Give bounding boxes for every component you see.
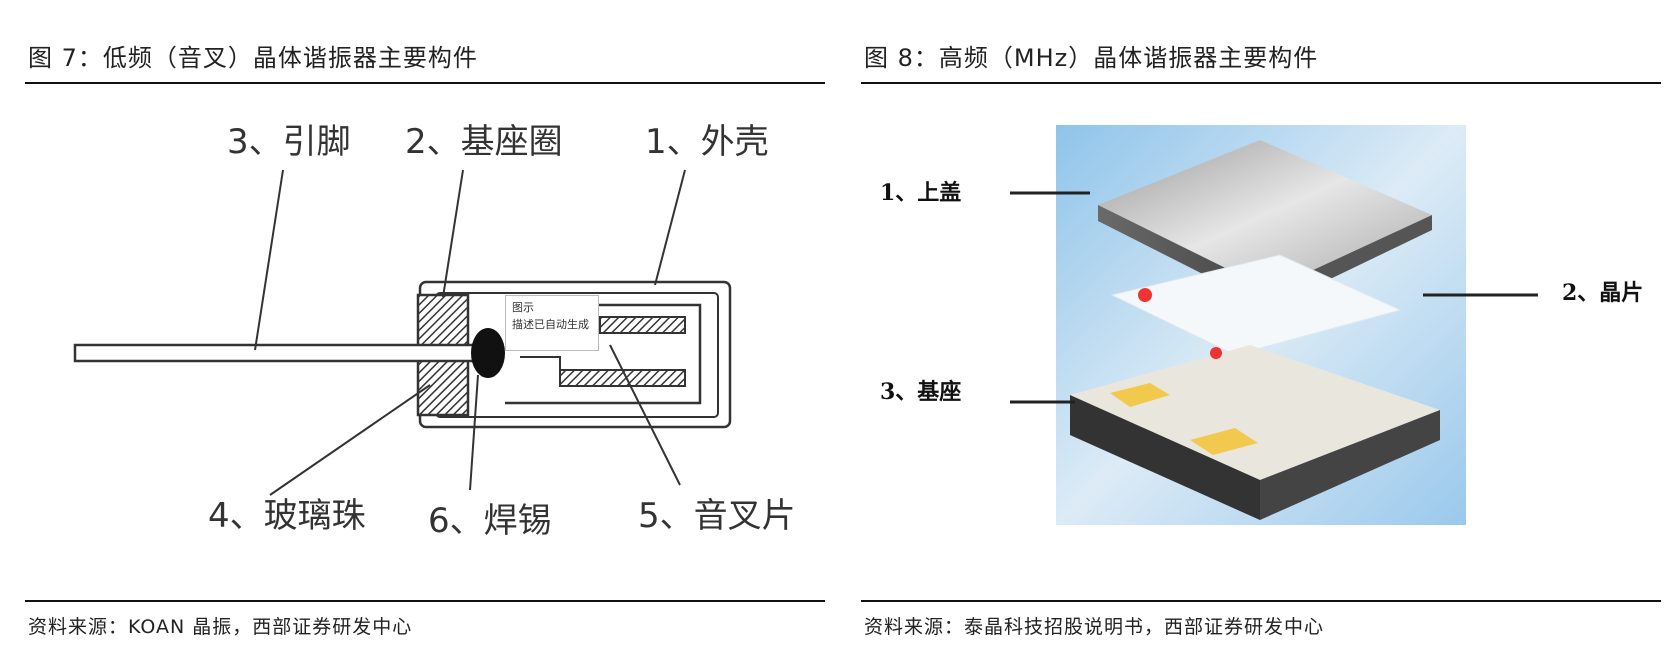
base-side-right	[1260, 410, 1440, 520]
figure-8-panel: 图 8：高频（MHz）晶体谐振器主要构件	[840, 0, 1680, 672]
pin	[73, 343, 497, 363]
tuning-fork-upper-tine	[599, 316, 686, 334]
tooltip-line-2: 描述已自动生成	[512, 318, 589, 331]
smd-crystal-resonator-diagram: 1、上盖 2、晶片 3、基座	[880, 125, 1643, 525]
figure-7-title: 图 7：低频（音叉）晶体谐振器主要构件	[28, 44, 478, 72]
label-solder: 6、焊锡	[428, 501, 552, 541]
figure-8-source: 资料来源：泰晶科技招股说明书，西部证券研发中心	[864, 616, 1325, 638]
base-side-left	[1070, 395, 1260, 520]
tuning-fork-resonator-diagram: 3、引脚 2、基座圈 1、外壳 4、玻璃珠 6、焊锡 5、音叉片	[73, 122, 796, 541]
figure-7-bottom-rule	[25, 600, 825, 602]
figure-7-panel: 图 7：低频（音叉）晶体谐振器主要构件 3、引脚 2、基座圈	[25, 44, 825, 638]
label-base: 3、基座	[880, 379, 961, 405]
solder-blob	[471, 328, 505, 378]
figure-7-top-rule	[25, 82, 825, 84]
tooltip-line-1: 图示	[512, 301, 534, 314]
lid-top	[1098, 140, 1432, 290]
label-shell: 1、外壳	[645, 122, 769, 162]
wafer-contact-dot	[1138, 288, 1152, 302]
auto-alt-text-tooltip: 图示 描述已自动生成	[505, 295, 599, 351]
base-top	[1070, 345, 1440, 480]
base-pad-upper	[1110, 383, 1170, 407]
label-lid: 1、上盖	[880, 180, 961, 206]
tuning-fork-frame	[505, 303, 702, 405]
figure-7-source: 资料来源：KOAN 晶振，西部证券研发中心	[28, 616, 413, 638]
tuning-fork-stem	[520, 356, 561, 370]
tuning-fork-lower-tine	[559, 369, 686, 387]
figure-8-bottom-rule	[861, 600, 1661, 602]
label-glass-bead: 4、玻璃珠	[208, 496, 366, 536]
label-wafer: 2、晶片	[1562, 280, 1643, 306]
label-base-ring: 2、基座圈	[405, 122, 563, 162]
base-contact-dot	[1210, 347, 1222, 359]
label-pin: 3、引脚	[227, 122, 351, 162]
figure-8-title: 图 8：高频（MHz）晶体谐振器主要构件	[864, 44, 1319, 72]
wafer	[1110, 254, 1402, 356]
base-pad-lower	[1190, 428, 1258, 455]
figure-8-top-rule	[861, 82, 1661, 84]
label-tuning-fork: 5、音叉片	[638, 496, 796, 536]
